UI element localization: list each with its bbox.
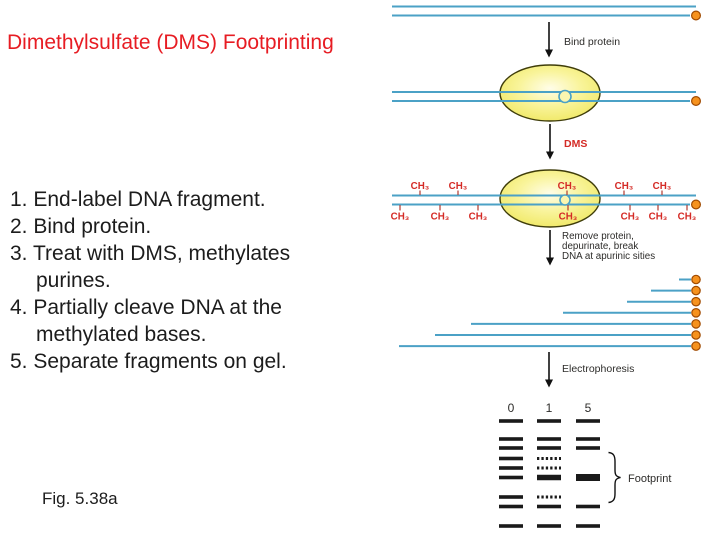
electrophoresis-label: Electrophoresis [562, 363, 634, 375]
steps-list: 1. End-label DNA fragment. 2. Bind protei… [10, 186, 362, 375]
arrowhead-icon [546, 257, 554, 266]
gel-band [576, 524, 600, 528]
remove-protein-label-line1: Remove protein, [562, 231, 634, 242]
gel-lane-label: 1 [546, 401, 553, 415]
methyl-label: CH₃ [449, 181, 468, 192]
radioactive-end-label-icon [691, 307, 701, 318]
gel-bands [499, 419, 600, 528]
gel-band [537, 437, 561, 441]
gel-band [499, 475, 523, 480]
gel-band [537, 504, 561, 509]
dna-methylated: CH₃ CH₃ CH₃ CH₃ CH₃ CH₃ CH₃ CH₃ CH₃ CH₃ CH₃ CH₃ [391, 169, 701, 228]
methyl-label: CH₃ [615, 181, 634, 192]
dms-step: DMS [546, 124, 587, 160]
gel-band [576, 446, 600, 450]
methyl-label: CH₃ [678, 212, 697, 223]
bind-protein-step: Bind protein [545, 22, 620, 58]
page-title: Dimethylsulfate (DMS) Footprinting [7, 31, 334, 54]
dna-protein-bound [392, 64, 701, 122]
gel-lane-label: 5 [585, 401, 592, 415]
electrophoresis-step: Electrophoresis [545, 352, 634, 388]
dna-bubble [559, 194, 571, 206]
gel-band [499, 446, 523, 450]
gel-band [499, 456, 523, 461]
gel-band [537, 474, 561, 481]
step-item: 1. End-label DNA fragment. [10, 188, 266, 211]
gel-band [499, 437, 523, 441]
methyl-label: CH₃ [431, 212, 450, 223]
cleaved-fragments [399, 274, 701, 351]
radioactive-end-label-icon [691, 296, 701, 307]
remove-protein-label-line2: depurinate, break [562, 241, 638, 252]
gel: 0 1 5 Footprint [499, 401, 671, 528]
protein-ellipse [499, 169, 601, 228]
arrowhead-icon [545, 379, 553, 388]
radioactive-end-label-icon [691, 274, 701, 285]
gel-band [576, 474, 600, 481]
step-item: 4. Partially cleave DNA at the methylate… [10, 296, 282, 346]
radioactive-end-label-icon [691, 330, 701, 340]
methyl-label: CH₃ [559, 212, 578, 223]
step-item: 3. Treat with DMS, methylates purines. [10, 242, 291, 292]
dna-unbound [392, 5, 701, 21]
gel-band [537, 524, 561, 528]
gel-lane-label: 0 [508, 401, 515, 415]
radioactive-end-label-icon [691, 319, 701, 329]
gel-band [537, 446, 561, 450]
bind-protein-label: Bind protein [564, 36, 620, 48]
arrowhead-icon [546, 151, 554, 160]
dms-label: DMS [564, 138, 587, 150]
dna-bubble [558, 89, 572, 104]
methyl-label: CH₃ [558, 181, 577, 192]
gel-band [499, 504, 523, 509]
gel-band [537, 419, 561, 423]
radioactive-end-label-icon [690, 199, 701, 210]
remove-protein-step: Remove protein, depurinate, break DNA at… [546, 230, 655, 266]
gel-band [499, 419, 523, 423]
remove-protein-label-line3: DNA at apurinic sities [562, 251, 655, 262]
gel-band [576, 419, 600, 423]
gel-band [576, 437, 600, 441]
footprint-brace [608, 451, 621, 504]
methyl-label: CH₃ [391, 212, 410, 223]
radioactive-end-label-icon [690, 10, 701, 21]
radioactive-end-label-icon [690, 95, 701, 106]
methyl-label: CH₃ [469, 212, 488, 223]
gel-band [499, 466, 523, 470]
arrowhead-icon [545, 49, 553, 58]
methyl-label: CH₃ [621, 212, 640, 223]
gel-band [576, 504, 600, 509]
figure-caption: Fig. 5.38a [42, 489, 118, 508]
methyl-label: CH₃ [411, 181, 430, 192]
methyl-groups: CH₃ CH₃ CH₃ CH₃ CH₃ CH₃ CH₃ CH₃ CH₃ CH₃ CH₃ CH₃ [391, 181, 697, 223]
radioactive-end-label-icon [691, 285, 701, 296]
methyl-label: CH₃ [653, 181, 672, 192]
step-item: 5. Separate fragments on gel. [10, 350, 287, 373]
footprint-label: Footprint [628, 473, 671, 485]
gel-band [499, 524, 523, 528]
radioactive-end-label-icon [691, 341, 701, 351]
methyl-label: CH₃ [649, 212, 668, 223]
step-item: 2. Bind protein. [10, 215, 152, 238]
gel-band [499, 495, 523, 499]
